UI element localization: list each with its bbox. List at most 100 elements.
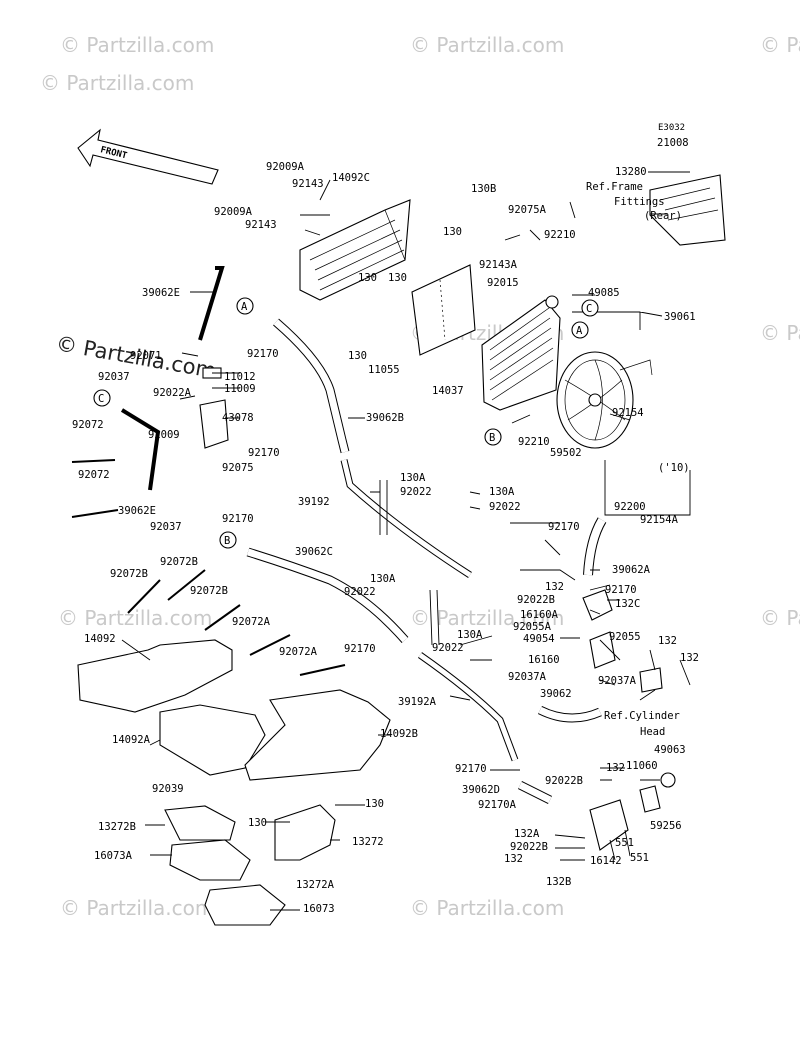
part-number-label: 92072A bbox=[232, 616, 271, 628]
callout-circle bbox=[236, 297, 254, 315]
part-number-label: 92022B bbox=[545, 775, 583, 787]
part-number-label: 39062D bbox=[462, 784, 500, 796]
radiator-cap bbox=[545, 295, 559, 309]
part-number-label: 16160 bbox=[528, 654, 560, 666]
part-number-label: 14092C bbox=[332, 172, 370, 184]
fan-shroud bbox=[299, 199, 411, 301]
part-number-label: 92072 bbox=[78, 469, 110, 481]
part-number-label: 92075 bbox=[222, 462, 254, 474]
part-number-label: 92009A bbox=[266, 161, 305, 173]
part-number-label: 132A bbox=[514, 828, 540, 840]
part-number-label: 130 bbox=[358, 272, 377, 284]
water-pipes bbox=[379, 480, 440, 646]
part-number-label: 92009 bbox=[148, 429, 180, 441]
part-number-label: Head bbox=[640, 726, 665, 738]
cable-ties bbox=[71, 459, 346, 676]
part-number-label: 132 bbox=[545, 581, 564, 593]
callouts: A C A C B B bbox=[93, 297, 599, 549]
callout-circle bbox=[484, 428, 502, 446]
water-pump bbox=[589, 772, 676, 851]
part-number-label: 92039 bbox=[152, 783, 184, 795]
part-number-label: 132 bbox=[658, 635, 677, 647]
watermark: © Partzilla.com bbox=[410, 896, 564, 920]
part-number-label: 92170 bbox=[548, 521, 580, 533]
part-number-label: 11060 bbox=[626, 760, 658, 772]
skid-plates bbox=[77, 639, 391, 926]
part-number-label: 92154A bbox=[640, 514, 679, 526]
part-number-label: 16073A bbox=[94, 850, 133, 862]
part-number-label: 92210 bbox=[518, 436, 550, 448]
part-number-label: 39192A bbox=[398, 696, 437, 708]
radiator bbox=[481, 295, 561, 411]
watermark: © Partzilla.com bbox=[40, 71, 194, 95]
part-number-label: 13272B bbox=[98, 821, 136, 833]
part-number-label: 92009A bbox=[214, 206, 253, 218]
watermark: © Partzilla.com bbox=[760, 606, 800, 630]
part-number-label: 92071 bbox=[130, 350, 162, 362]
part-number-label: 92022 bbox=[344, 586, 376, 598]
part-number-label: 551 bbox=[615, 837, 634, 849]
part-number-label: 39062C bbox=[295, 546, 333, 558]
part-number-label: 16142 bbox=[590, 855, 622, 867]
part-number-label: 11009 bbox=[224, 383, 256, 395]
part-number-label: 130 bbox=[365, 798, 384, 810]
part-number-label: 39061 bbox=[664, 311, 696, 323]
part-number-label: 39062E bbox=[118, 505, 156, 517]
part-number-label: 14037 bbox=[432, 385, 464, 397]
part-number-label: 130 bbox=[248, 817, 267, 829]
callout-letter: C bbox=[98, 393, 104, 405]
part-labels: 2100813280Ref.FrameFittings(Rear)92009A9… bbox=[72, 137, 699, 915]
part-number-label: 130 bbox=[443, 226, 462, 238]
part-number-label: 14092B bbox=[380, 728, 418, 740]
part-number-label: 130 bbox=[348, 350, 367, 362]
part-number-label: 11055 bbox=[368, 364, 400, 376]
part-number-label: 92055 bbox=[609, 631, 641, 643]
part-number-label: 92170 bbox=[344, 643, 376, 655]
part-number-label: 92072A bbox=[279, 646, 318, 658]
part-number-label: 13280 bbox=[615, 166, 647, 178]
part-number-label: (Rear) bbox=[644, 210, 682, 222]
part-number-label: 130A bbox=[457, 629, 483, 641]
part-number-label: 14092A bbox=[112, 734, 151, 746]
part-number-label: 92072B bbox=[190, 585, 228, 597]
part-number-label: 92200 bbox=[614, 501, 646, 513]
part-number-label: 130B bbox=[471, 183, 496, 195]
callout-letter: A bbox=[576, 325, 583, 337]
coolant-hoses bbox=[120, 266, 607, 805]
part-number-label: 92037A bbox=[598, 675, 637, 687]
part-number-label: 11012 bbox=[224, 371, 256, 383]
radiator-screen bbox=[411, 264, 476, 356]
part-number-label: 92143 bbox=[292, 178, 324, 190]
part-number-label: 92022 bbox=[400, 486, 432, 498]
callout-letter: A bbox=[241, 301, 248, 313]
part-number-label: 13272 bbox=[352, 836, 384, 848]
part-number-label: 16073 bbox=[303, 903, 335, 915]
part-number-label: 92170 bbox=[605, 584, 637, 596]
part-number-label: 92072B bbox=[160, 556, 198, 568]
callout-circle bbox=[581, 299, 599, 317]
part-number-label: Ref.Cylinder bbox=[604, 710, 680, 722]
part-number-label: 49063 bbox=[654, 744, 686, 756]
part-number-label: 92037A bbox=[508, 671, 547, 683]
part-number-label: 92170 bbox=[247, 348, 279, 360]
part-number-label: 59256 bbox=[650, 820, 682, 832]
part-number-label: 92170A bbox=[478, 799, 517, 811]
diagram-code: E3032 bbox=[658, 123, 685, 133]
part-number-label: 92072 bbox=[72, 419, 104, 431]
part-number-label: 92170 bbox=[248, 447, 280, 459]
part-number-label: 92170 bbox=[222, 513, 254, 525]
part-number-label: 92143 bbox=[245, 219, 277, 231]
part-number-label: 92143A bbox=[479, 259, 518, 271]
part-number-label: Ref.Frame bbox=[586, 181, 643, 193]
part-number-label: 130A bbox=[400, 472, 426, 484]
part-number-label: 92015 bbox=[487, 277, 519, 289]
part-number-label: 92210 bbox=[544, 229, 576, 241]
part-number-label: 132B bbox=[546, 876, 571, 888]
part-number-label: 39062 bbox=[540, 688, 572, 700]
front-arrow: FRONT bbox=[77, 128, 219, 185]
part-number-label: 92037 bbox=[150, 521, 182, 533]
callout-circle bbox=[93, 389, 111, 407]
watermark: © Partzilla.com bbox=[58, 606, 212, 630]
part-number-label: 132 bbox=[504, 853, 523, 865]
